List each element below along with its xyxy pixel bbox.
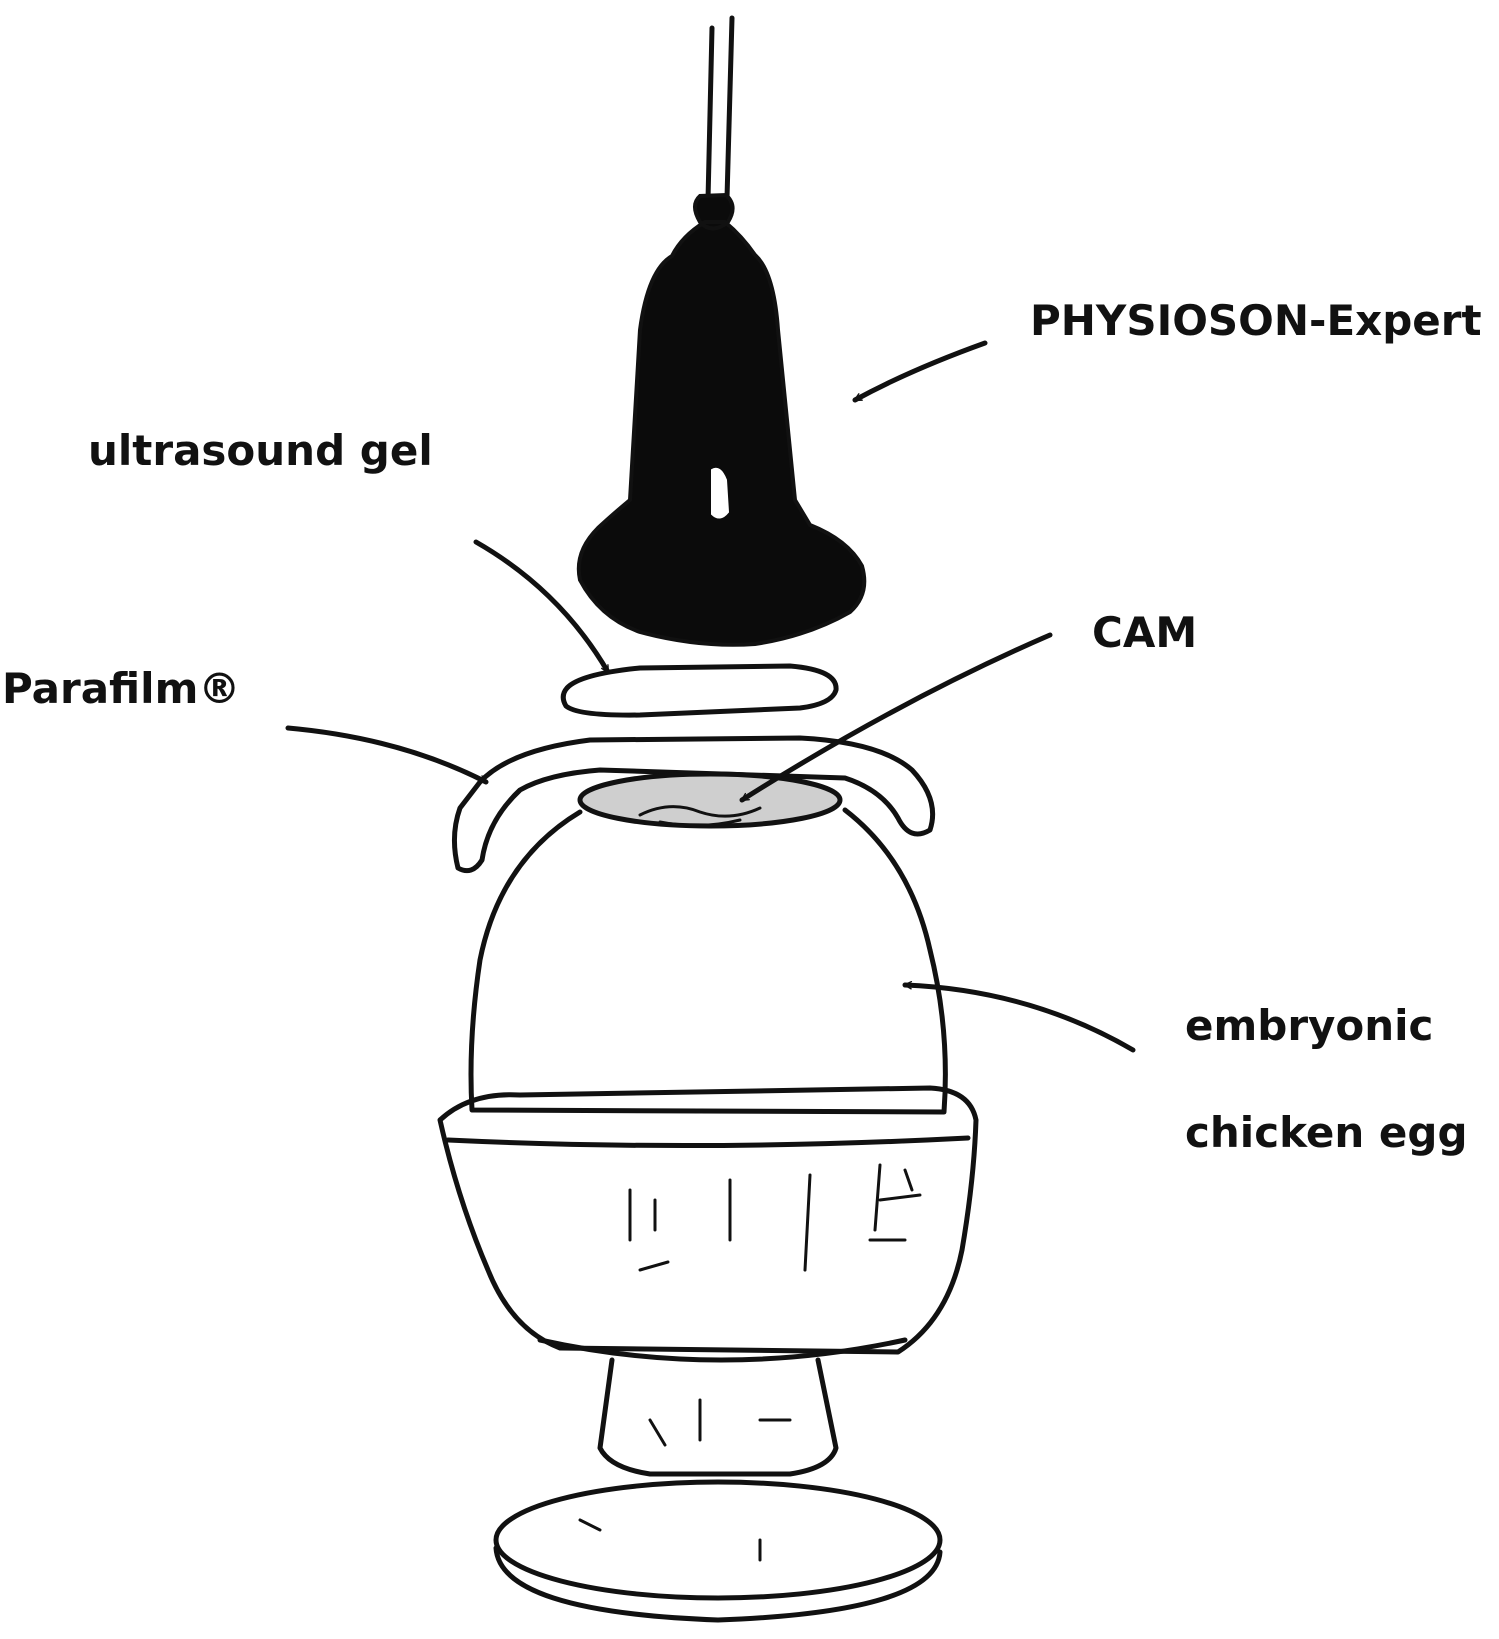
probe-window <box>711 467 730 519</box>
arrow-to-gel <box>473 539 611 675</box>
label-physioson-expert: PHYSIOSON-Expert <box>1030 296 1482 345</box>
ultrasound-probe <box>576 15 867 647</box>
parafilm-wrap <box>452 735 936 874</box>
label-embryonic: embryonic <box>1185 1001 1434 1050</box>
arrow-to-cam <box>739 632 1053 803</box>
arrow-to-parafilm <box>285 725 489 785</box>
label-parafilm: Parafilm® <box>2 664 241 713</box>
cam-opening <box>577 771 843 829</box>
probe-cable <box>705 15 735 203</box>
label-cam: CAM <box>1092 608 1198 657</box>
gel-pad <box>560 663 839 718</box>
chicken-egg <box>468 807 948 1115</box>
egg-cup <box>437 1085 979 1623</box>
arrow-to-device <box>852 340 988 403</box>
probe-body <box>576 192 867 647</box>
label-ultrasound-gel: ultrasound gel <box>88 426 433 475</box>
label-chicken-egg: chicken egg <box>1185 1108 1468 1157</box>
arrow-to-egg <box>902 980 1136 1053</box>
